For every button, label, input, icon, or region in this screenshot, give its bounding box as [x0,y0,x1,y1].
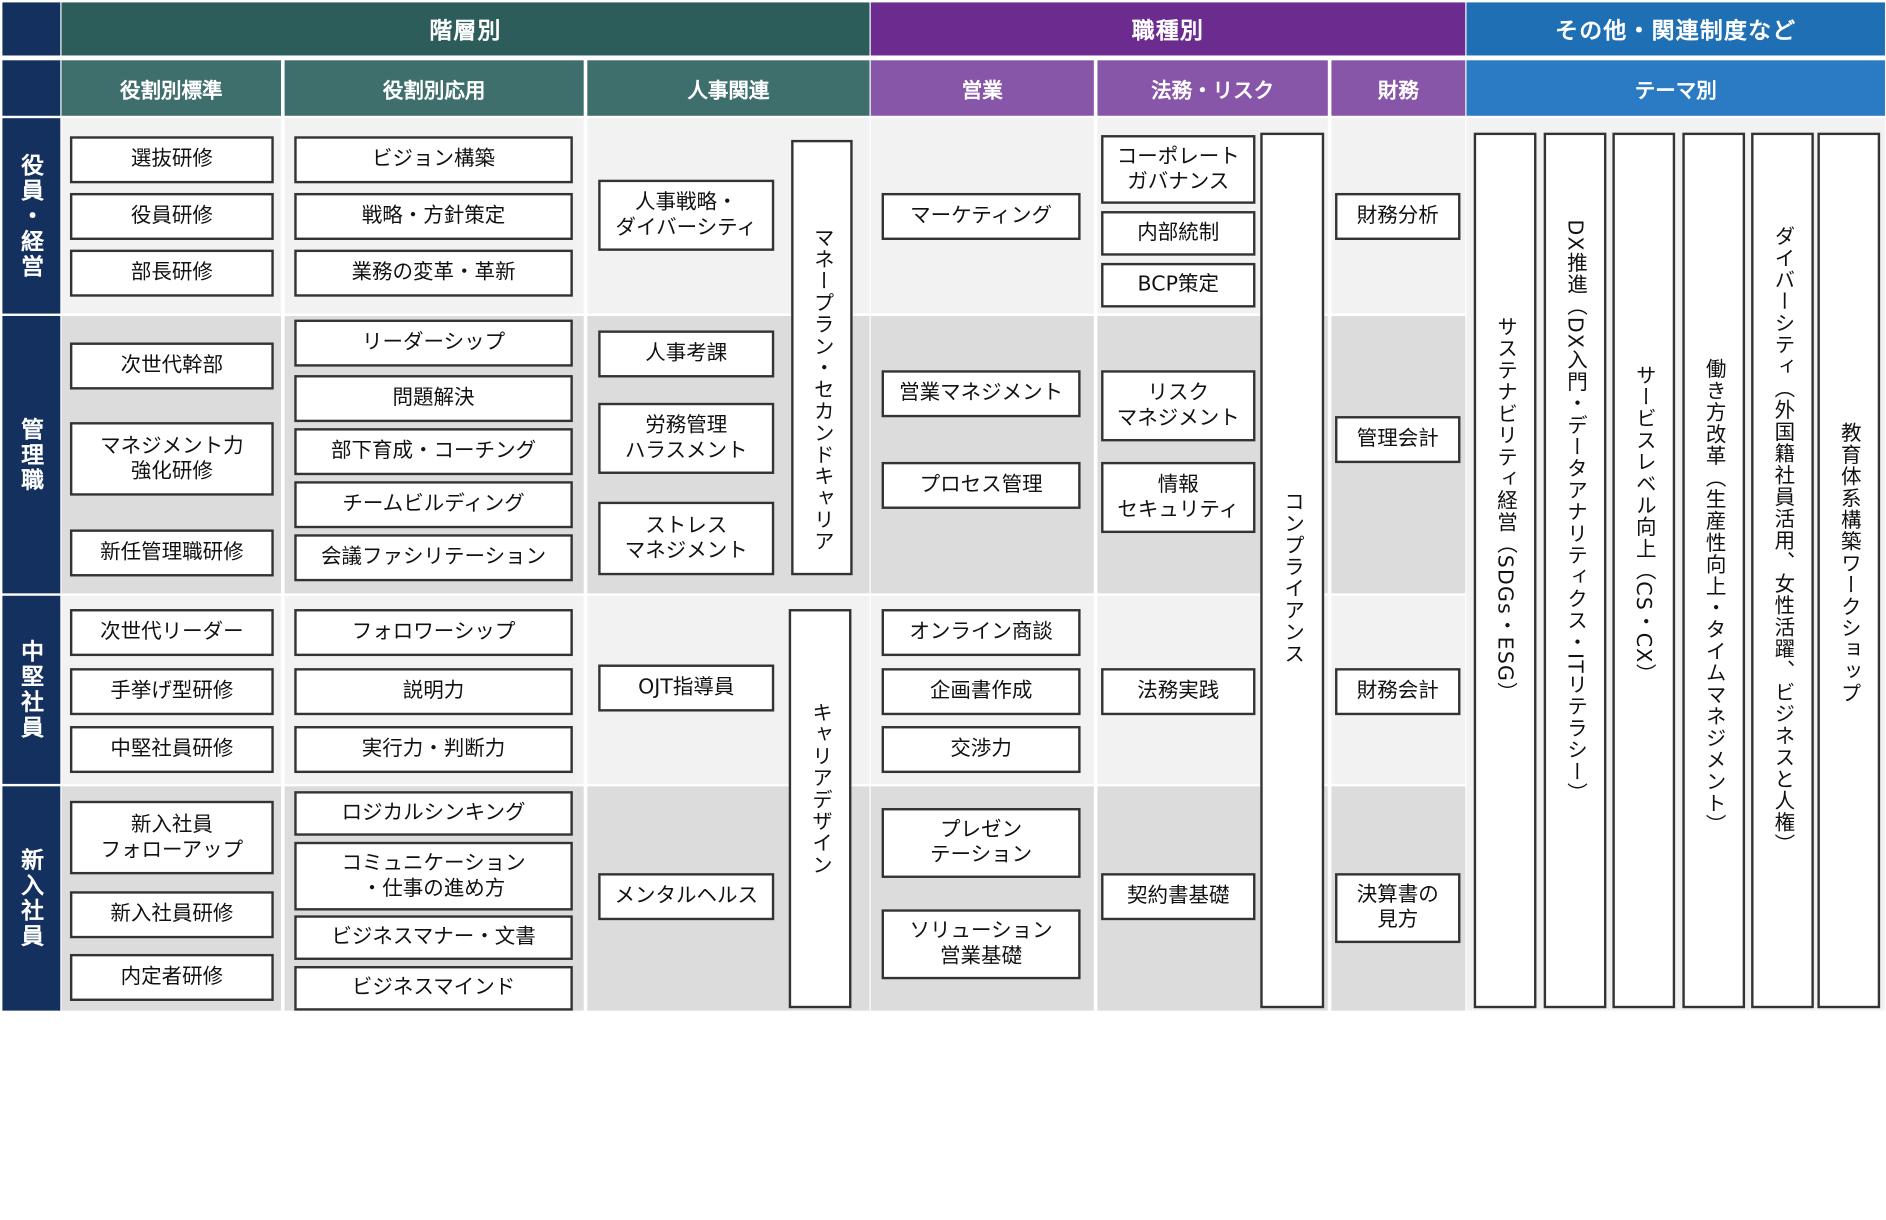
course-box: 法務実践 [1101,668,1256,716]
row-label-executive: 役員・経営 [2,118,61,314]
course-box: ビジネスマナー・文書 [294,915,573,960]
theme-box: 教育体系構築ワークショップ [1817,132,1881,1009]
row-label-new: 新入社員 [2,786,61,1011]
course-box: 中堅社員研修 [69,726,274,774]
course-box: チームビルディング [294,481,573,529]
course-box: ビジネスマインド [294,966,573,1011]
subheader-finance: 財務 [1331,60,1466,116]
course-box: コーポレート ガバナンス [1101,135,1256,204]
course-box: 新任管理職研修 [69,529,274,577]
course-box: 問題解決 [294,375,573,423]
course-box: 新入社員 フォローアップ [69,800,274,875]
course-box: 新入社員研修 [69,891,274,939]
course-box: コミュニケーション ・仕事の進め方 [294,841,573,911]
column-divider [280,118,285,1011]
course-box: 部長研修 [69,249,274,297]
theme-box: サービスレベル向上（CS・CX） [1612,132,1676,1009]
course-box: 内定者研修 [69,953,274,1001]
course-box: ビジョン構築 [294,136,573,184]
course-box: 部下育成・コーチング [294,428,573,476]
course-box: 次世代リーダー [69,609,274,657]
course-box: 次世代幹部 [69,342,274,390]
course-box: 説明力 [294,668,573,716]
course-box: OJT指導員 [598,664,775,712]
course-box: 人事戦略・ ダイバーシティ [598,179,775,251]
column-divider [1093,118,1098,1011]
theme-box: サステナビリティ経営（SDGs・ESG） [1473,132,1537,1009]
course-box: プロセス管理 [881,461,1081,509]
group-header-job: 職種別 [870,2,1466,56]
course-box: 契約書基礎 [1101,873,1256,921]
course-box: ソリューション 営業基礎 [881,909,1081,980]
course-box: 財務会計 [1335,668,1461,716]
course-box: 管理会計 [1335,416,1461,464]
course-box: 選抜研修 [69,136,274,184]
course-box: BCP策定 [1101,262,1256,308]
course-box: リスク マネジメント [1101,370,1256,442]
course-box: メンタルヘルス [598,873,775,921]
course-box: 交渉力 [881,726,1081,774]
course-box: 労務管理 ハラスメント [598,402,775,474]
course-box: 財務分析 [1335,192,1461,240]
course-box: フォロワーシップ [294,609,573,657]
group-header-other: その他・関連制度など [1466,2,1885,56]
subheader-legal: 法務・リスク [1097,60,1328,116]
group-header-layer: 階層別 [61,2,870,56]
theme-box: 働き方改革（生産性向上・タイムマネジメント） [1682,132,1746,1009]
subheader-hr: 人事関連 [587,60,870,116]
course-box: ロジカルシンキング [294,791,573,836]
row-label-manager: 管理職 [2,315,61,594]
subheader-role-applied: 役割別応用 [284,60,584,116]
course-box: プレゼン テーション [881,808,1081,878]
course-box-career-design: キャリアデザイン [788,609,852,1009]
course-box: 人事考課 [598,330,775,378]
column-divider [1327,118,1332,1011]
subheader-sales: 営業 [870,60,1094,116]
course-box: 戦略・方針策定 [294,192,573,240]
course-box: 内部統制 [1101,211,1256,256]
course-box: 手挙げ型研修 [69,668,274,716]
row-label-mid: 中堅社員 [2,595,61,784]
course-box-money-plan: マネープラン・セカンドキャリア [791,139,853,576]
course-box: 企画書作成 [881,668,1081,716]
course-box: ストレス マネジメント [598,501,775,576]
theme-box: DX推進（DX入門・データアナリティクス・ITリテラシー） [1543,132,1607,1009]
subheader-role-standard: 役割別標準 [61,60,281,116]
column-divider [869,118,871,1011]
course-box: リーダーシップ [294,319,573,367]
column-divider [583,118,588,1011]
theme-box: ダイバーシティ（外国籍社員活用、女性活躍、ビジネスと人権） [1751,132,1814,1009]
course-box: 実行力・判断力 [294,726,573,774]
course-box: マーケティング [881,192,1081,240]
course-box: マネジメント力 強化研修 [69,422,274,496]
course-box: 役員研修 [69,192,274,240]
course-box: 業務の変革・革新 [294,249,573,297]
subheader-theme: テーマ別 [1466,60,1885,116]
subheader-corner [2,60,61,116]
course-box: 営業マネジメント [881,370,1081,418]
course-box: 決算書の 見方 [1335,873,1461,944]
course-box: オンライン商談 [881,609,1081,657]
header-corner [2,2,61,56]
course-box: 会議ファシリテーション [294,534,573,582]
course-box-compliance: コンプライアンス [1260,132,1325,1009]
course-box: 情報 セキュリティ [1101,461,1256,534]
